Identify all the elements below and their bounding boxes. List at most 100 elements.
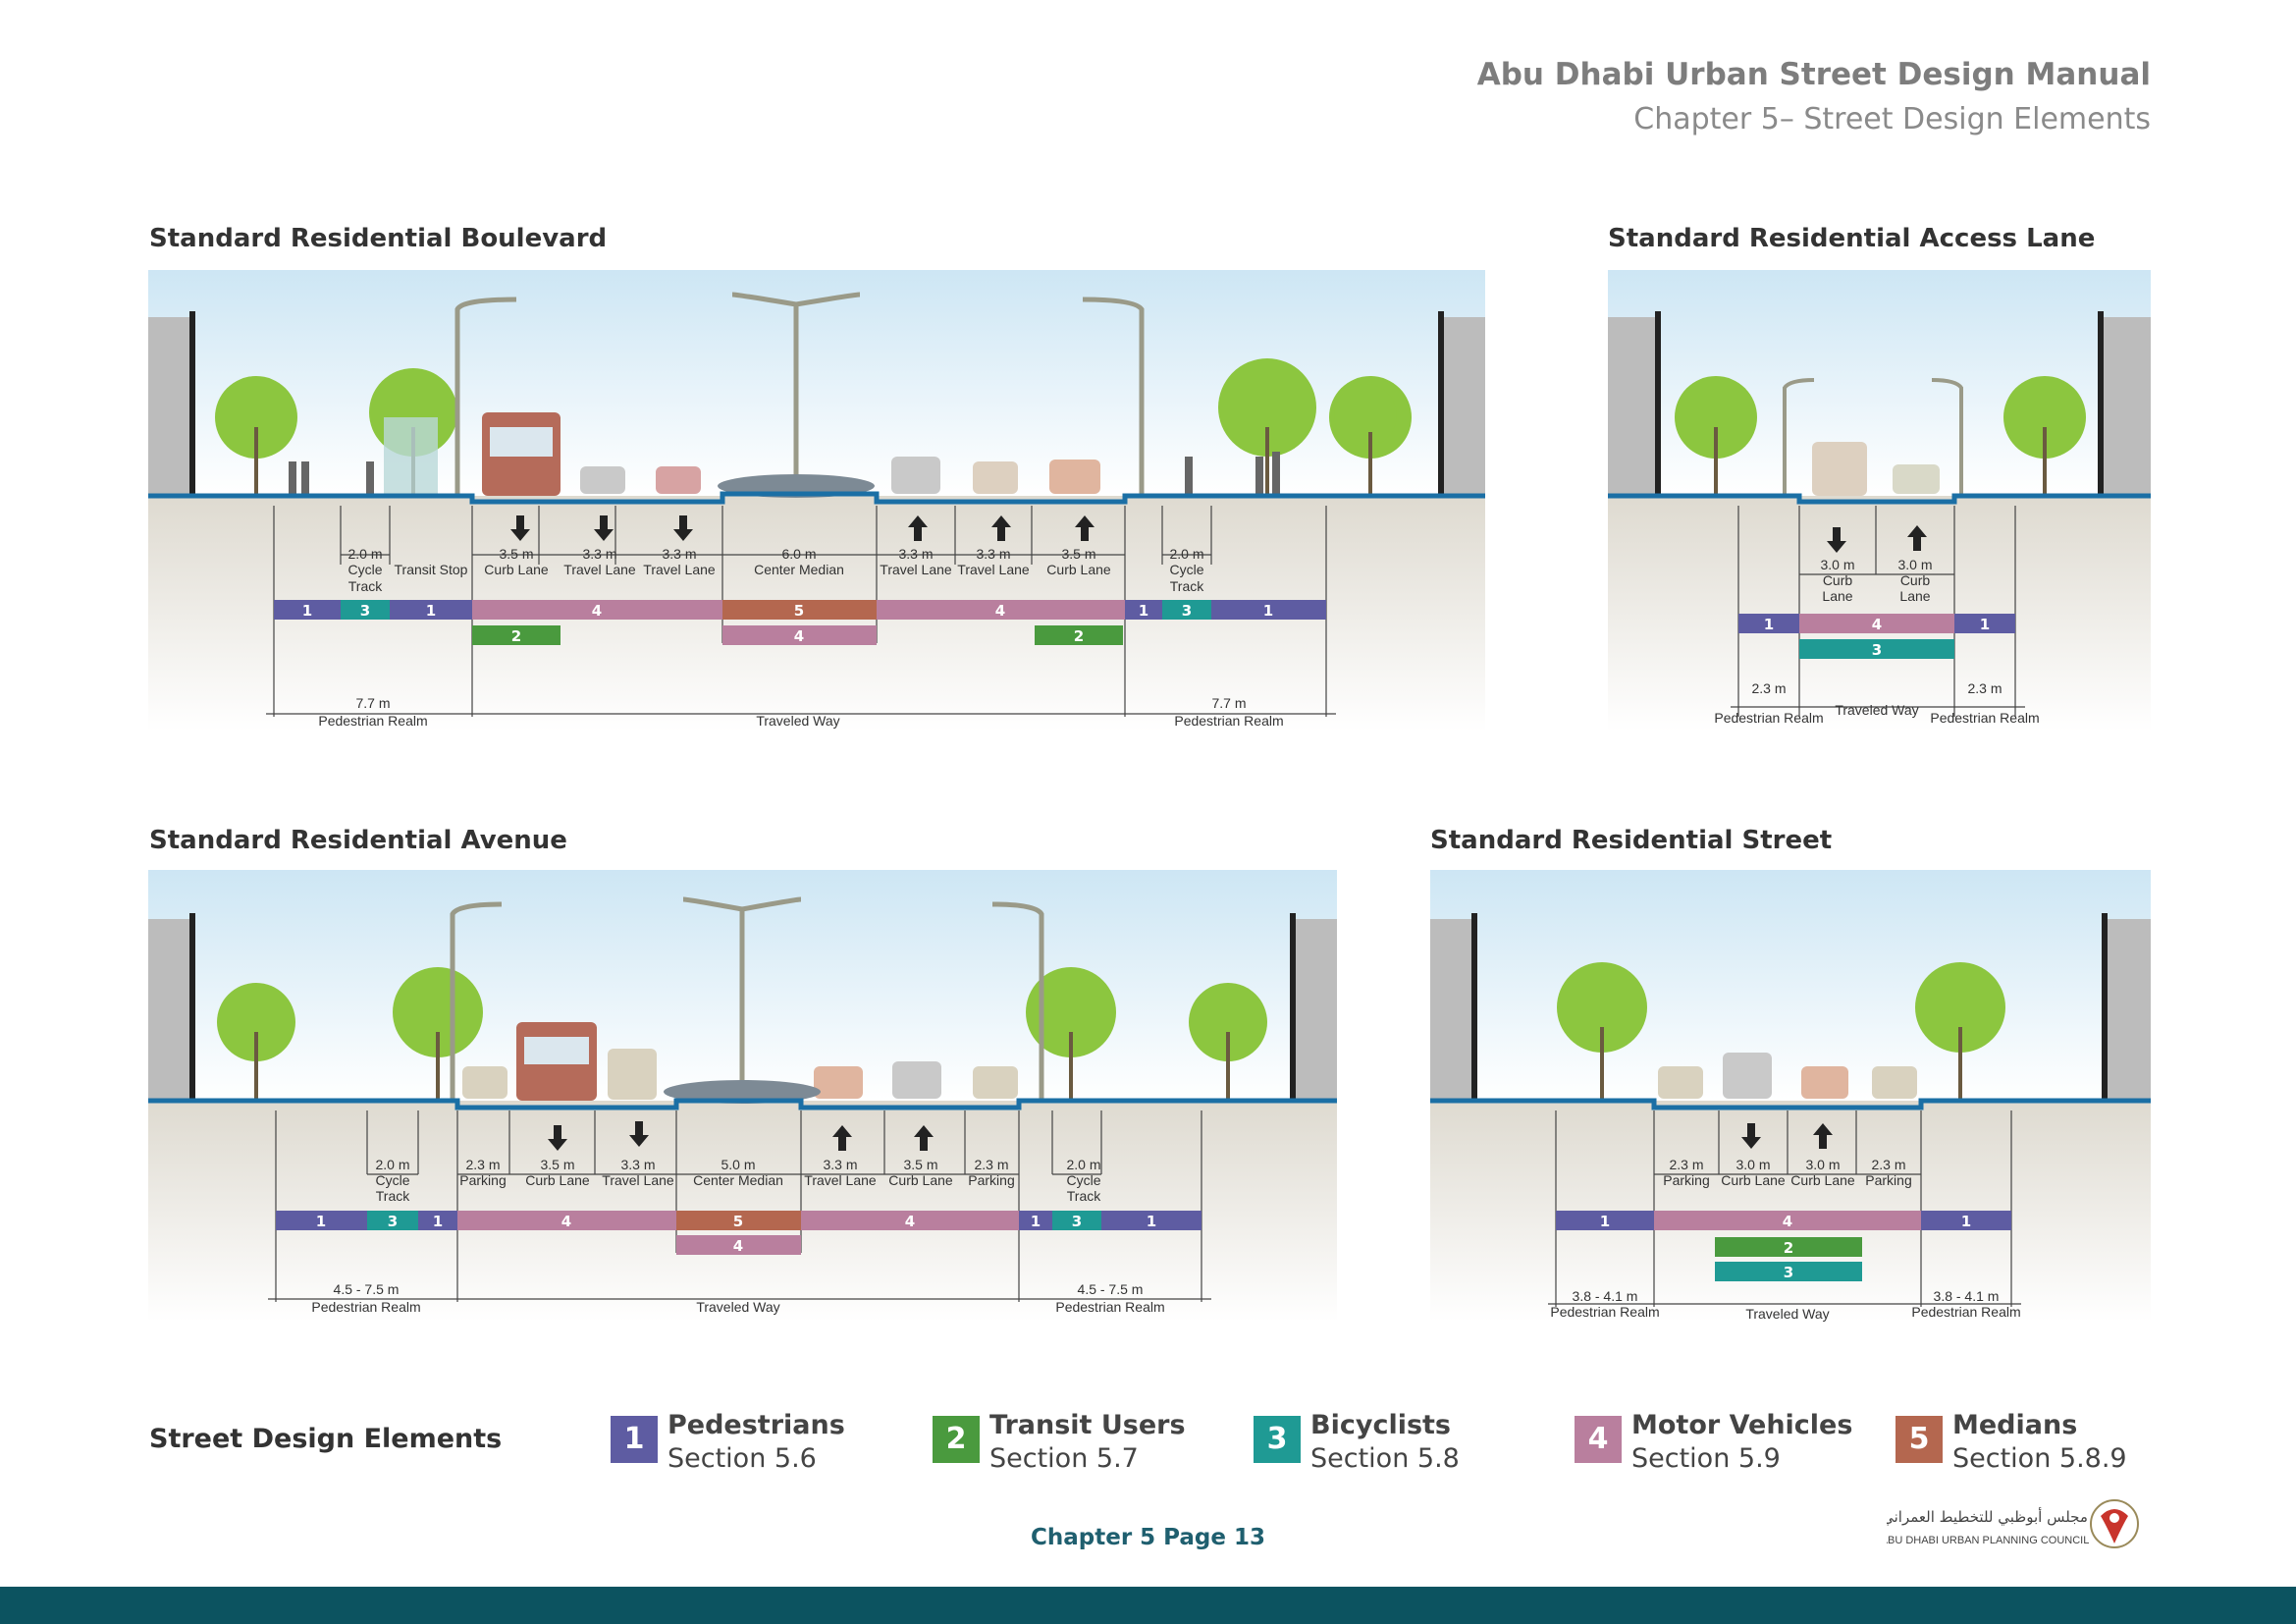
realm-width: 2.3 m xyxy=(1751,680,1786,696)
realm-width: 4.5 - 7.5 m xyxy=(1078,1281,1144,1297)
dim-width: 3.0 m xyxy=(1897,557,1932,572)
legend-section: Section 5.7 xyxy=(989,1443,1139,1474)
element-bars: 1 4 1 3 xyxy=(1738,614,2015,659)
legend-section: Section 5.8.9 xyxy=(1952,1443,2127,1474)
dim-label: Parking xyxy=(968,1172,1014,1188)
realm-label: Pedestrian Realm xyxy=(1911,1304,2020,1320)
dim-width: 3.3 m xyxy=(620,1157,655,1172)
car xyxy=(1893,464,1940,494)
logo-arabic-text: مجلس أبوظبي للتخطيط العمراني xyxy=(1887,1507,2088,1527)
dim-label: Travel Lane xyxy=(880,562,952,577)
building-right xyxy=(2102,317,2151,496)
realm-label: Pedestrian Realm xyxy=(311,1299,420,1315)
dim-width: 5.0 m xyxy=(721,1157,755,1172)
svg-text:3: 3 xyxy=(1072,1213,1082,1230)
avenue-cross-section: 2.0 m Cycle Track 2.3 m Parking 3.5 m Cu… xyxy=(148,870,1337,1322)
svg-text:1: 1 xyxy=(433,1213,443,1230)
element-bars: 1 3 1 4 5 4 1 3 1 4 xyxy=(276,1211,1201,1255)
svg-text:1: 1 xyxy=(1961,1213,1971,1230)
realm-width: 7.7 m xyxy=(355,695,390,711)
svg-text:4: 4 xyxy=(1872,616,1882,633)
dim-width: 3.3 m xyxy=(582,546,616,562)
realm-width: 2.3 m xyxy=(1967,680,2002,696)
legend-name: Medians xyxy=(1952,1410,2078,1440)
dim-width: 3.5 m xyxy=(1061,546,1095,562)
building-right xyxy=(2106,919,2151,1101)
legend-name: Motor Vehicles xyxy=(1631,1410,1853,1440)
legend-number: 1 xyxy=(611,1416,658,1463)
realm-width: 4.5 - 7.5 m xyxy=(334,1281,400,1297)
dim-label: Track xyxy=(348,578,383,594)
dim-label: Parking xyxy=(459,1172,506,1188)
dim-label: Travel Lane xyxy=(563,562,636,577)
car xyxy=(1812,442,1867,496)
dim-width: 3.3 m xyxy=(823,1157,857,1172)
svg-text:1: 1 xyxy=(1980,616,1990,633)
legend-name: Pedestrians xyxy=(667,1410,845,1440)
dim-label: Curb Lane xyxy=(888,1172,953,1188)
dim-width: 2.3 m xyxy=(1669,1157,1703,1172)
logo-text: ABU DHABI URBAN PLANNING COUNCIL xyxy=(1887,1535,2089,1546)
dim-label: Travel Lane xyxy=(643,562,716,577)
transit-shelter xyxy=(384,417,438,494)
dim-width: 2.3 m xyxy=(974,1157,1008,1172)
svg-text:3: 3 xyxy=(388,1213,398,1230)
page-number: Chapter 5 Page 13 xyxy=(1030,1525,1266,1550)
building-right xyxy=(1292,919,1337,1101)
legend-item-pedestrians: 1 Pedestrians Section 5.6 xyxy=(611,1410,866,1479)
dim-width: 3.0 m xyxy=(1820,557,1854,572)
street-title: Standard Residential Street xyxy=(1430,826,1833,855)
boulevard-title: Standard Residential Boulevard xyxy=(149,224,608,253)
svg-text:4: 4 xyxy=(1783,1213,1792,1230)
dim-label: Travel Lane xyxy=(602,1172,674,1188)
realm-label: Traveled Way xyxy=(1835,702,1918,718)
manual-title: Abu Dhabi Urban Street Design Manual xyxy=(1476,57,2151,92)
svg-text:3: 3 xyxy=(1182,602,1192,620)
dim-width: 6.0 m xyxy=(781,546,816,562)
dim-label: Track xyxy=(376,1188,410,1204)
legend-title: Street Design Elements xyxy=(149,1424,503,1454)
legend-number: 5 xyxy=(1896,1416,1943,1463)
chapter-subtitle: Chapter 5– Street Design Elements xyxy=(1633,102,2151,136)
dim-label: Curb Lane xyxy=(484,562,549,577)
dim-width: 2.3 m xyxy=(465,1157,500,1172)
boulevard-cross-section: 2.0 m Cycle Track Transit Stop 3.5 m Cur… xyxy=(148,270,1485,731)
realm-width: 7.7 m xyxy=(1211,695,1246,711)
legend-item-motor-vehicles: 4 Motor Vehicles Section 5.9 xyxy=(1575,1410,1853,1479)
realm-width: 3.8 - 4.1 m xyxy=(1934,1288,2000,1304)
svg-text:1: 1 xyxy=(426,602,436,620)
svg-text:3: 3 xyxy=(360,602,370,620)
dim-width: 3.0 m xyxy=(1735,1157,1770,1172)
legend-name: Bicyclists xyxy=(1310,1410,1452,1440)
svg-text:4: 4 xyxy=(733,1237,743,1255)
svg-text:4: 4 xyxy=(905,1213,915,1230)
avenue-title: Standard Residential Avenue xyxy=(149,826,567,855)
footer-bar xyxy=(0,1587,2296,1624)
dim-width: 2.0 m xyxy=(347,546,382,562)
dim-width: 2.0 m xyxy=(1066,1157,1100,1172)
falcon-emblem-icon xyxy=(2090,1499,2139,1548)
svg-text:2: 2 xyxy=(511,627,521,645)
dim-label: Travel Lane xyxy=(957,562,1030,577)
dim-label: Parking xyxy=(1865,1172,1911,1188)
realm-label: Traveled Way xyxy=(696,1299,779,1315)
dim-width: 2.3 m xyxy=(1871,1157,1905,1172)
svg-text:2: 2 xyxy=(1784,1239,1793,1257)
dim-width: 3.3 m xyxy=(898,546,933,562)
dim-label: Curb Lane xyxy=(1721,1172,1786,1188)
svg-text:1: 1 xyxy=(1600,1213,1610,1230)
street-cross-section: 2.3 m Parking 3.0 m Curb Lane 3.0 m Curb… xyxy=(1430,870,2151,1341)
dim-label: Parking xyxy=(1663,1172,1709,1188)
legend-item-bicyclists: 3 Bicyclists Section 5.8 xyxy=(1254,1410,1509,1479)
svg-text:1: 1 xyxy=(1031,1213,1041,1230)
realm-label: Pedestrian Realm xyxy=(318,713,427,729)
realm-label: Pedestrian Realm xyxy=(1174,713,1283,729)
realm-label: Pedestrian Realm xyxy=(1550,1304,1659,1320)
dim-label: Travel Lane xyxy=(804,1172,877,1188)
legend-item-transit-users: 2 Transit Users Section 5.7 xyxy=(933,1410,1188,1479)
building-left xyxy=(148,919,193,1101)
dim-label: Curb Lane xyxy=(1790,1172,1855,1188)
dim-width: 2.0 m xyxy=(1169,546,1203,562)
svg-text:1: 1 xyxy=(1263,602,1273,620)
legend-section: Section 5.9 xyxy=(1631,1443,1781,1474)
